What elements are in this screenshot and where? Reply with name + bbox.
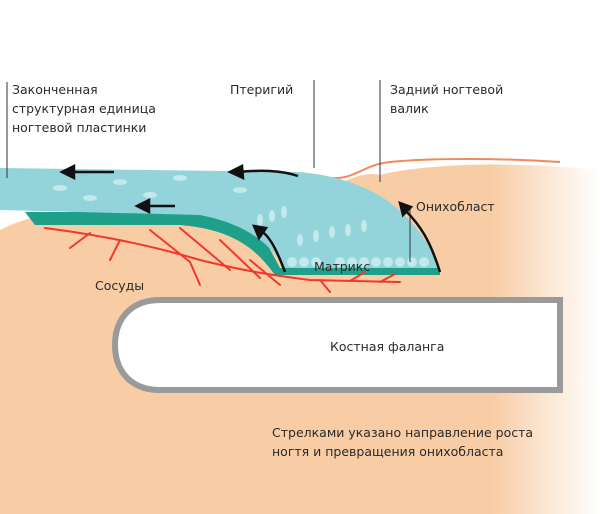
nail-bed: [25, 212, 440, 275]
caption: Стрелками указано направление роста ногт…: [272, 423, 533, 461]
blood-vessels: [44, 227, 401, 293]
label-line: валик: [390, 101, 429, 116]
label-pterygium: Птеригий: [230, 82, 294, 97]
bone-phalanx: [111, 297, 563, 393]
nail-plate: [0, 168, 440, 268]
label-bone: Костная фаланга: [330, 339, 445, 354]
label-vessels: Сосуды: [95, 278, 145, 293]
cell-ovals: [53, 175, 429, 267]
label-onychoblast: Онихобласт: [416, 199, 495, 214]
label-proximal-fold: Задний ногтевой валик: [390, 80, 503, 118]
label-line: структурная единица: [12, 101, 156, 116]
caption-line: Стрелками указано направление роста: [272, 425, 534, 440]
caption-line: ногтя и превращения онихобласта: [272, 444, 504, 459]
label-line: ногтевой пластинки: [12, 120, 147, 135]
label-line: Задний ногтевой: [390, 82, 504, 97]
label-line: Законченная: [12, 82, 98, 97]
pointer-lines: [6, 80, 411, 262]
proximal-nail-fold-outline: [329, 158, 561, 180]
label-matrix: Матрикс: [314, 259, 371, 274]
growth-arrows: [59, 163, 442, 273]
label-finished-unit: Законченная структурная единица ногтевой…: [12, 80, 156, 137]
